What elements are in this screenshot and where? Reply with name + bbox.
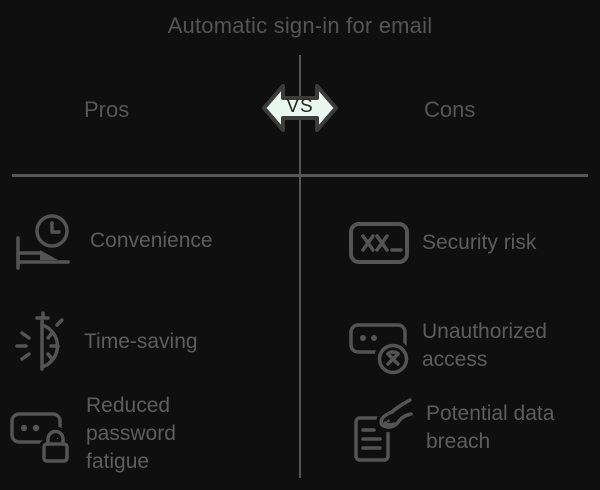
horizontal-divider: [12, 174, 588, 177]
double-arrow-icon: [262, 84, 338, 132]
item-label: Convenience: [90, 229, 213, 252]
item-label: Potential data breach: [426, 402, 555, 453]
document-theft-icon: [348, 392, 414, 464]
password-lock-icon: [8, 405, 74, 463]
list-item-reduced-password-fatigue: Reduced password fatigue: [8, 392, 176, 476]
list-item-unauthorized-access: Unauthorized access: [348, 316, 547, 376]
vertical-divider: [299, 55, 301, 478]
bed-clock-icon: [10, 210, 78, 272]
list-item-potential-data-breach: Potential data breach: [348, 392, 554, 464]
item-label: Unauthorized access: [422, 320, 547, 371]
list-item-security-risk: Security risk: [348, 220, 536, 266]
vs-label: VS: [286, 96, 314, 117]
item-label: Time-saving: [84, 330, 198, 353]
access-denied-icon: [348, 316, 410, 376]
password-error-icon: [348, 220, 410, 266]
item-label: Security risk: [422, 231, 537, 254]
list-item-time-saving: Time-saving: [10, 310, 198, 374]
list-item-convenience: Convenience: [10, 210, 213, 272]
cons-header: Cons: [424, 97, 476, 122]
stopwatch-speed-icon: [10, 310, 72, 374]
pros-header: Pros: [84, 97, 130, 122]
vs-badge: VS: [262, 81, 338, 135]
item-label: Reduced password fatigue: [86, 394, 176, 473]
page-title: Automatic sign-in for email: [167, 13, 433, 38]
